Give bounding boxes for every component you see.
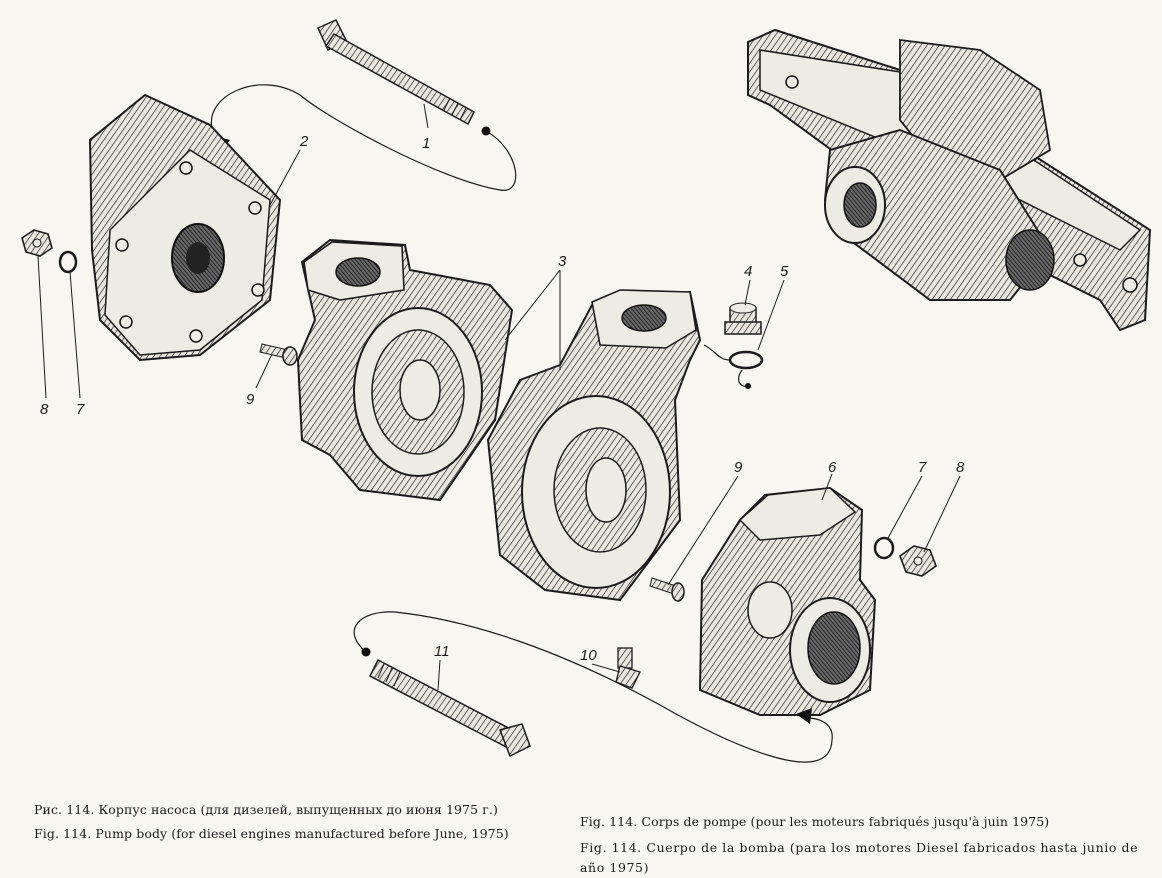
callout-7-right: 7 <box>918 459 927 476</box>
assembly-path-bottom <box>353 611 833 763</box>
callout-8-left: 8 <box>40 401 49 418</box>
callout-8-right: 8 <box>956 459 965 476</box>
callout-1: 1 <box>422 135 430 152</box>
caption-russian: Рис. 114. Корпус насоса (для дизелей, вы… <box>34 802 498 817</box>
plug-washer <box>728 350 764 370</box>
callout-9-left: 9 <box>246 391 255 408</box>
callout-4: 4 <box>744 263 752 280</box>
caption-spanish: Fig. 114. Cuerpo de la bomba (para los m… <box>580 840 1139 875</box>
callout-7-left: 7 <box>76 401 85 418</box>
assembly-path-top <box>210 84 517 191</box>
long-bolt-top <box>317 19 475 126</box>
callout-9-right: 9 <box>734 459 743 476</box>
bearing-housing <box>698 486 877 716</box>
screw-left <box>259 343 298 366</box>
pump-body-half-right <box>486 289 702 602</box>
assembled-pump-view <box>747 28 1152 332</box>
screw-right <box>649 577 685 602</box>
grease-nipple <box>615 647 641 689</box>
callout-11: 11 <box>434 643 450 660</box>
washer-left <box>58 250 78 274</box>
caption-french: Fig. 114. Corps de pompe (pour les moteu… <box>580 814 1050 829</box>
path-end-dot <box>481 126 491 136</box>
long-bolt-bottom <box>368 658 531 758</box>
pump-body-half-left <box>296 238 514 502</box>
exploded-pump-diagram: 1 2 3 4 5 6 7 7 8 8 9 9 10 11 <box>21 19 1152 763</box>
callout-10: 10 <box>580 647 597 664</box>
callout-5: 5 <box>780 263 789 280</box>
callout-6: 6 <box>828 459 837 476</box>
caption-english: Fig. 114. Pump body (for diesel engines … <box>34 826 509 841</box>
pump-cover <box>88 93 282 362</box>
washer-right <box>873 536 895 560</box>
callout-2: 2 <box>299 133 309 150</box>
drain-plug <box>724 302 762 335</box>
callout-3: 3 <box>558 253 567 270</box>
callout-leaders <box>37 103 961 691</box>
